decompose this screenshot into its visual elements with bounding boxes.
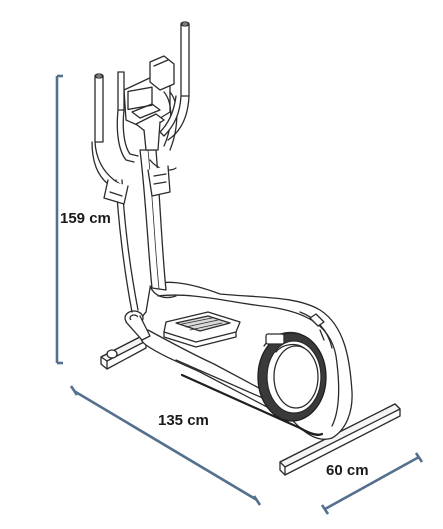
length-dimension-label: 135 cm <box>158 412 209 429</box>
width-dimension-label: 60 cm <box>326 462 369 479</box>
console <box>123 55 175 151</box>
transport-wheel <box>106 349 118 359</box>
left-moving-arm <box>91 73 129 205</box>
front-pivot <box>124 310 151 341</box>
height-dimension-label: 159 cm <box>60 210 111 227</box>
width-dimension-line <box>320 452 424 515</box>
flywheel <box>257 331 327 422</box>
length-dimension-line <box>69 385 262 506</box>
rear-stabilizer <box>279 403 401 476</box>
elliptical-trainer <box>91 21 401 476</box>
dimension-lines <box>55 74 424 515</box>
foot-pedal <box>163 311 241 348</box>
right-moving-arm <box>147 21 190 197</box>
height-dimension-line <box>55 74 63 365</box>
